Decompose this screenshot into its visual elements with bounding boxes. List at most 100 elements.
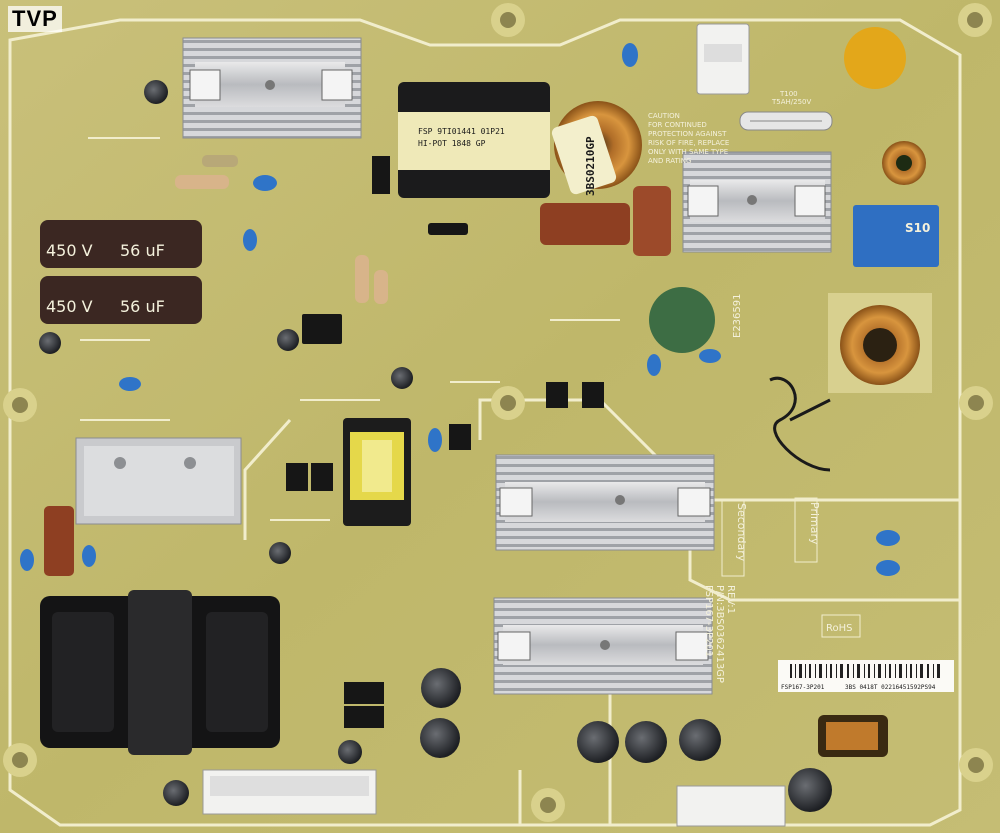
secondary-label: Secondary: [721, 499, 748, 577]
electrolytic-capacitor: [420, 718, 460, 758]
optocoupler: [546, 382, 568, 408]
connector-bottom-center: [676, 785, 786, 827]
electrolytic-capacitor: [788, 768, 832, 812]
electrolytic-capacitor: [625, 721, 667, 763]
fuse: T100 T5AH/250V: [739, 90, 833, 131]
jumper-lines: [80, 137, 620, 521]
resistors: [175, 155, 388, 304]
output-transformer: [40, 590, 280, 755]
handwritten-mark: [769, 376, 831, 472]
electrolytic-capacitor: [39, 332, 61, 354]
ceramic-capacitor: [428, 428, 442, 452]
standby-transformer: [343, 418, 411, 526]
mounting-hole: [959, 748, 993, 782]
ul-mark-text: E236591: [732, 294, 743, 339]
primary-label: Primary: [794, 497, 821, 563]
output-inductor: [818, 715, 888, 757]
rohs-label: RoHS: [821, 614, 861, 638]
caution-line-5: ONLY WITH SAME TYPE: [648, 148, 728, 156]
resistor: [175, 175, 229, 189]
electrolytic-capacitor: [144, 80, 168, 104]
ntc-thermistor: [649, 287, 715, 353]
pfc-choke: 3BS0210GP: [551, 101, 642, 196]
heatsink-secondary-lower: [493, 597, 713, 695]
resistor: [355, 255, 369, 303]
electrolytic-capacitor: [338, 740, 362, 764]
mounting-hole: [491, 386, 525, 420]
mounting-hole: [958, 3, 992, 37]
electrolytic-capacitor: [163, 780, 189, 806]
film-capacitor: [540, 203, 630, 245]
caution-line-4: RISK OF FIRE, REPLACE: [648, 139, 729, 147]
watermark-logo: TVP: [8, 6, 62, 32]
caution-line-1: CAUTION: [648, 112, 680, 120]
fuse-label-2: T5AH/250V: [771, 98, 812, 106]
barcode-bars: [790, 664, 940, 678]
electrolytic-capacitor: [679, 719, 721, 761]
electrolytic-capacitor: [421, 668, 461, 708]
bulk-capacitor-capacitance: 56 uF: [120, 241, 165, 260]
transformer-label-line-1: FSP 9TI01441 01P21: [418, 127, 505, 136]
diode: [428, 223, 468, 235]
barcode-text-left: FSP167-3P201: [781, 684, 825, 691]
transformer-label-line-2: HI-POT 1848 GP: [418, 139, 486, 148]
bulk-capacitor-lower: 450 V 56 uF: [40, 276, 202, 324]
caution-line-6: AND RATING: [648, 157, 691, 165]
ceramic-capacitor: [647, 354, 661, 376]
pfc-choke-label: 3BS0210GP: [584, 136, 597, 196]
mounting-hole: [959, 386, 993, 420]
barcode-sticker: FSP167-3P201 3BS 0418T 02216451592PS94: [778, 660, 954, 692]
part-number: P/N:3BS0362413GP: [714, 585, 725, 683]
film-capacitor: [44, 506, 74, 576]
electrolytic-capacitor: [277, 329, 299, 351]
optocoupler: [449, 424, 471, 450]
optocoupler: [582, 382, 604, 408]
bulk-capacitor-capacitance: 56 uF: [120, 297, 165, 316]
ceramic-capacitor: [253, 175, 277, 191]
controller-ic: [302, 314, 342, 344]
resistor: [202, 155, 238, 167]
common-mode-choke: [828, 293, 932, 393]
ceramic-capacitor: [119, 377, 141, 391]
x-capacitor: S10: [853, 205, 939, 267]
bulk-capacitor-voltage: 450 V: [46, 297, 93, 316]
mounting-hole: [531, 788, 565, 822]
barcode-text-right: 3BS 0418T 02216451592PS94: [845, 684, 936, 691]
ceramic-capacitor: [876, 560, 900, 576]
ceramic-capacitor: [243, 229, 257, 251]
model-silkscreen: FSP167-3P201 P/N:3BS0362413GP REV:1: [703, 585, 736, 683]
ceramic-capacitor: [699, 349, 721, 363]
electrolytic-capacitor: [577, 721, 619, 763]
mounting-hole: [3, 388, 37, 422]
smd-ics: [286, 156, 604, 728]
bulk-capacitor-voltage: 450 V: [46, 241, 93, 260]
primary-label-text: Primary: [808, 502, 821, 545]
mounting-hole: [3, 743, 37, 777]
mounting-hole: [491, 3, 525, 37]
ceramic-capacitors: [20, 43, 900, 576]
secondary-label-text: Secondary: [735, 503, 748, 562]
caution-line-3: PROTECTION AGAINST: [648, 130, 727, 138]
electrolytic-capacitor: [269, 542, 291, 564]
rohs-label-text: RoHS: [826, 623, 852, 634]
connector-top: [696, 23, 750, 95]
fuse-label-1: T100: [779, 90, 798, 98]
ceramic-capacitor: [20, 549, 34, 571]
resistor: [374, 270, 388, 304]
rectifier-diode: [344, 682, 384, 704]
bulk-capacitor-upper: 450 V 56 uF: [40, 220, 202, 268]
electrolytic-capacitor: [391, 367, 413, 389]
connector-bottom-left: [202, 769, 377, 815]
ceramic-capacitor: [82, 545, 96, 567]
varistor: [844, 27, 906, 89]
line-filter-choke: [882, 141, 926, 185]
revision: REV:1: [725, 585, 736, 614]
heatsink-standby: [75, 437, 242, 525]
heatsink-top-right: [682, 151, 832, 253]
rectifier-diode: [344, 706, 384, 728]
heatsink-top-left: [182, 37, 362, 139]
main-transformer: FSP 9TI01441 01P21 HI-POT 1848 GP: [398, 82, 550, 198]
film-capacitor: [633, 186, 671, 256]
optocoupler: [286, 463, 308, 491]
